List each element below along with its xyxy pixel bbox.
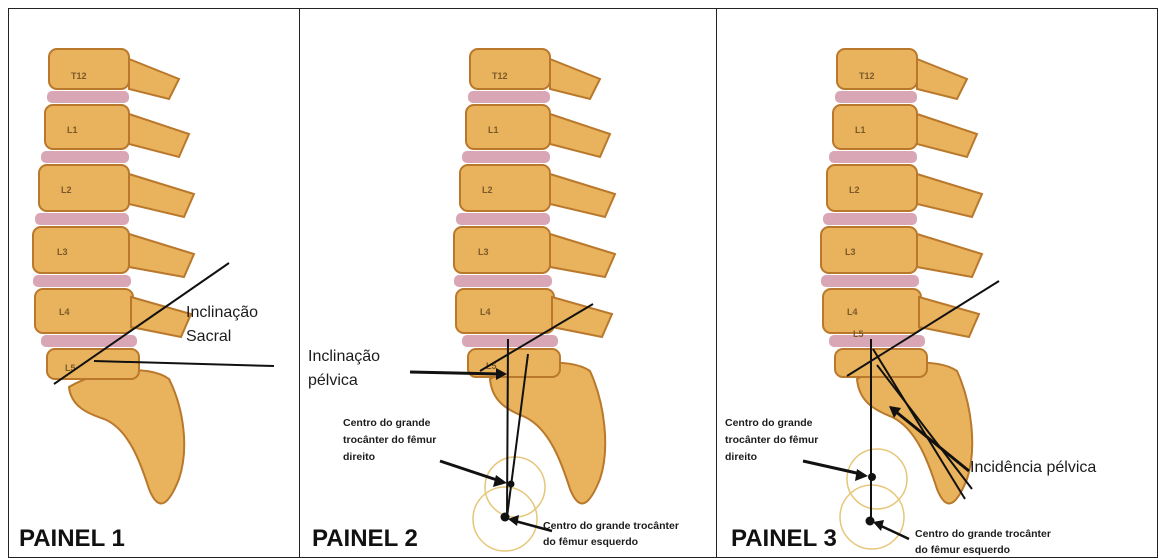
pelvic-incidence-label: Incidência pélvica (970, 458, 1096, 478)
svg-text:L1: L1 (855, 125, 866, 135)
panel-2-title: PAINEL 2 (312, 525, 418, 553)
right-femoral-center-point (868, 473, 876, 481)
panel-3: T12 L1 L2 L3 L4 L5 Incidência pélvica Ce… (716, 8, 1158, 558)
right-femur-label-line3: direito (725, 450, 757, 464)
svg-text:L4: L4 (480, 307, 491, 317)
svg-text:L2: L2 (482, 185, 493, 195)
panel-3-title: PAINEL 3 (731, 525, 837, 553)
right-femur-label-line2: trocânter do fêmur (725, 433, 818, 447)
spine-illustration: T12 L1 L2 L3 L4 L5 (33, 49, 194, 503)
svg-text:L2: L2 (849, 185, 860, 195)
panel-1: T12 L1 L2 L3 L4 L5 Inclinação Sacral PAI… (8, 8, 300, 558)
right-femur-label-line1: Centro do grande (343, 416, 431, 430)
svg-text:T12: T12 (492, 71, 508, 81)
panel-1-title: PAINEL 1 (19, 525, 125, 553)
panel-2: T12 L1 L2 L3 L4 L5 Inclinação (299, 8, 717, 558)
svg-text:L3: L3 (57, 247, 68, 257)
svg-text:L4: L4 (59, 307, 70, 317)
right-femoral-head-circle (485, 457, 545, 517)
left-femur-label-line1: Centro do grande trocânter (543, 519, 679, 533)
left-femoral-center-point (501, 513, 510, 522)
right-femur-arrow (440, 461, 500, 481)
svg-text:L5: L5 (853, 329, 864, 339)
left-femur-label-line2: do fêmur esquerdo (915, 543, 1010, 557)
left-femur-arrow (879, 525, 909, 539)
pelvic-tilt-label-line2: pélvica (308, 371, 358, 391)
svg-text:L3: L3 (478, 247, 489, 257)
svg-text:L1: L1 (67, 125, 78, 135)
sacral-slope-label-line1: Inclinação (186, 303, 258, 323)
svg-text:T12: T12 (859, 71, 875, 81)
svg-text:T12: T12 (71, 71, 87, 81)
left-femoral-center-point (866, 517, 875, 526)
svg-text:L2: L2 (61, 185, 72, 195)
pelvic-tilt-label-line1: Inclinação (308, 347, 380, 367)
svg-text:L4: L4 (847, 307, 858, 317)
pelvic-tilt-arrow (410, 372, 500, 374)
left-femur-label-line2: do fêmur esquerdo (543, 535, 638, 549)
svg-text:L1: L1 (488, 125, 499, 135)
spine-illustration: T12 L1 L2 L3 L4 L5 (454, 49, 615, 503)
left-femur-label-line1: Centro do grande trocânter (915, 527, 1051, 541)
panel-1-illustration: T12 L1 L2 L3 L4 L5 (9, 9, 301, 559)
panel-2-illustration: T12 L1 L2 L3 L4 L5 (300, 9, 718, 559)
right-femur-label-line3: direito (343, 450, 375, 464)
right-femur-label-line2: trocânter do fêmur (343, 433, 436, 447)
right-femoral-center-point (508, 481, 515, 488)
pelvic-tilt-line-a (507, 339, 508, 517)
svg-text:L5: L5 (65, 363, 76, 373)
right-femur-label-line1: Centro do grande (725, 416, 813, 430)
sacral-slope-label-line2: Sacral (186, 327, 231, 347)
svg-text:L3: L3 (845, 247, 856, 257)
spine-illustration: T12 L1 L2 L3 L4 L5 (821, 49, 982, 503)
